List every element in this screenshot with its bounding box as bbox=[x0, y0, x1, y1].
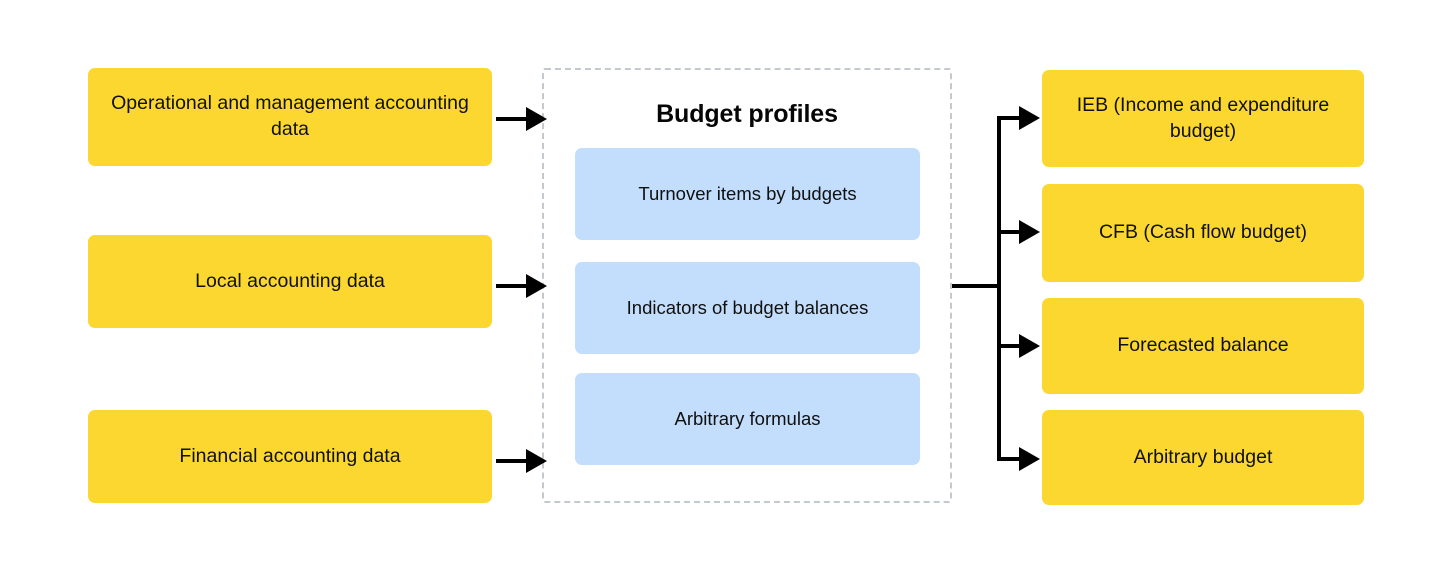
budget-profiles-title: Budget profiles bbox=[656, 100, 838, 128]
source-box-financial-accounting-data[interactable]: Financial accounting data bbox=[88, 410, 492, 503]
output-box-label: Forecasted balance bbox=[1117, 334, 1289, 357]
output-box-label: CFB (Cash flow budget) bbox=[1098, 221, 1308, 244]
source-box-label: Operational and management accounting da… bbox=[111, 92, 469, 140]
arrow-trunk-to-forecasted-balance bbox=[997, 334, 1040, 358]
arrow-trunk-to-ieb bbox=[997, 106, 1040, 130]
arrow-source-operational-to-profiles bbox=[496, 107, 547, 131]
profile-box-label: Indicators of budget balances bbox=[626, 296, 869, 318]
arrow-trunk-to-arbitrary-budget bbox=[997, 447, 1040, 471]
output-box-label: IEB (Income and expenditure budget) bbox=[1076, 93, 1330, 142]
source-box-local-accounting-data[interactable]: Local accounting data bbox=[88, 235, 492, 328]
profile-box-indicators-of-budget-balances[interactable]: Indicators of budget balances bbox=[575, 262, 920, 354]
output-box-ieb[interactable]: IEB (Income and expenditure budget) bbox=[1042, 70, 1364, 167]
source-box-label: Local accounting data bbox=[195, 269, 385, 292]
arrow-trunk-to-cfb bbox=[997, 220, 1040, 244]
source-box-operational-management-accounting-data[interactable]: Operational and management accounting da… bbox=[88, 68, 492, 166]
profile-box-label: Turnover items by budgets bbox=[638, 182, 857, 204]
output-box-label: Arbitrary budget bbox=[1133, 445, 1273, 468]
output-box-forecasted-balance[interactable]: Forecasted balance bbox=[1042, 298, 1364, 394]
source-box-label: Financial accounting data bbox=[179, 444, 401, 467]
profile-box-arbitrary-formulas[interactable]: Arbitrary formulas bbox=[575, 373, 920, 465]
arrow-source-financial-to-profiles bbox=[496, 449, 547, 473]
profile-box-turnover-items-by-budgets[interactable]: Turnover items by budgets bbox=[575, 148, 920, 240]
output-box-arbitrary-budget[interactable]: Arbitrary budget bbox=[1042, 410, 1364, 505]
output-box-cfb[interactable]: CFB (Cash flow budget) bbox=[1042, 184, 1364, 282]
arrow-source-local-to-profiles bbox=[496, 274, 547, 298]
profile-box-label: Arbitrary formulas bbox=[674, 407, 821, 429]
